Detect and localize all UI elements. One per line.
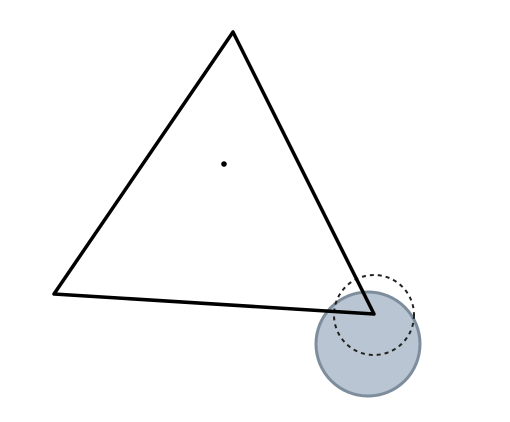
- filled-circle: [314, 290, 422, 398]
- triangle: [52, 30, 376, 316]
- dashed-circle: [333, 274, 415, 356]
- center-dot: [221, 161, 227, 167]
